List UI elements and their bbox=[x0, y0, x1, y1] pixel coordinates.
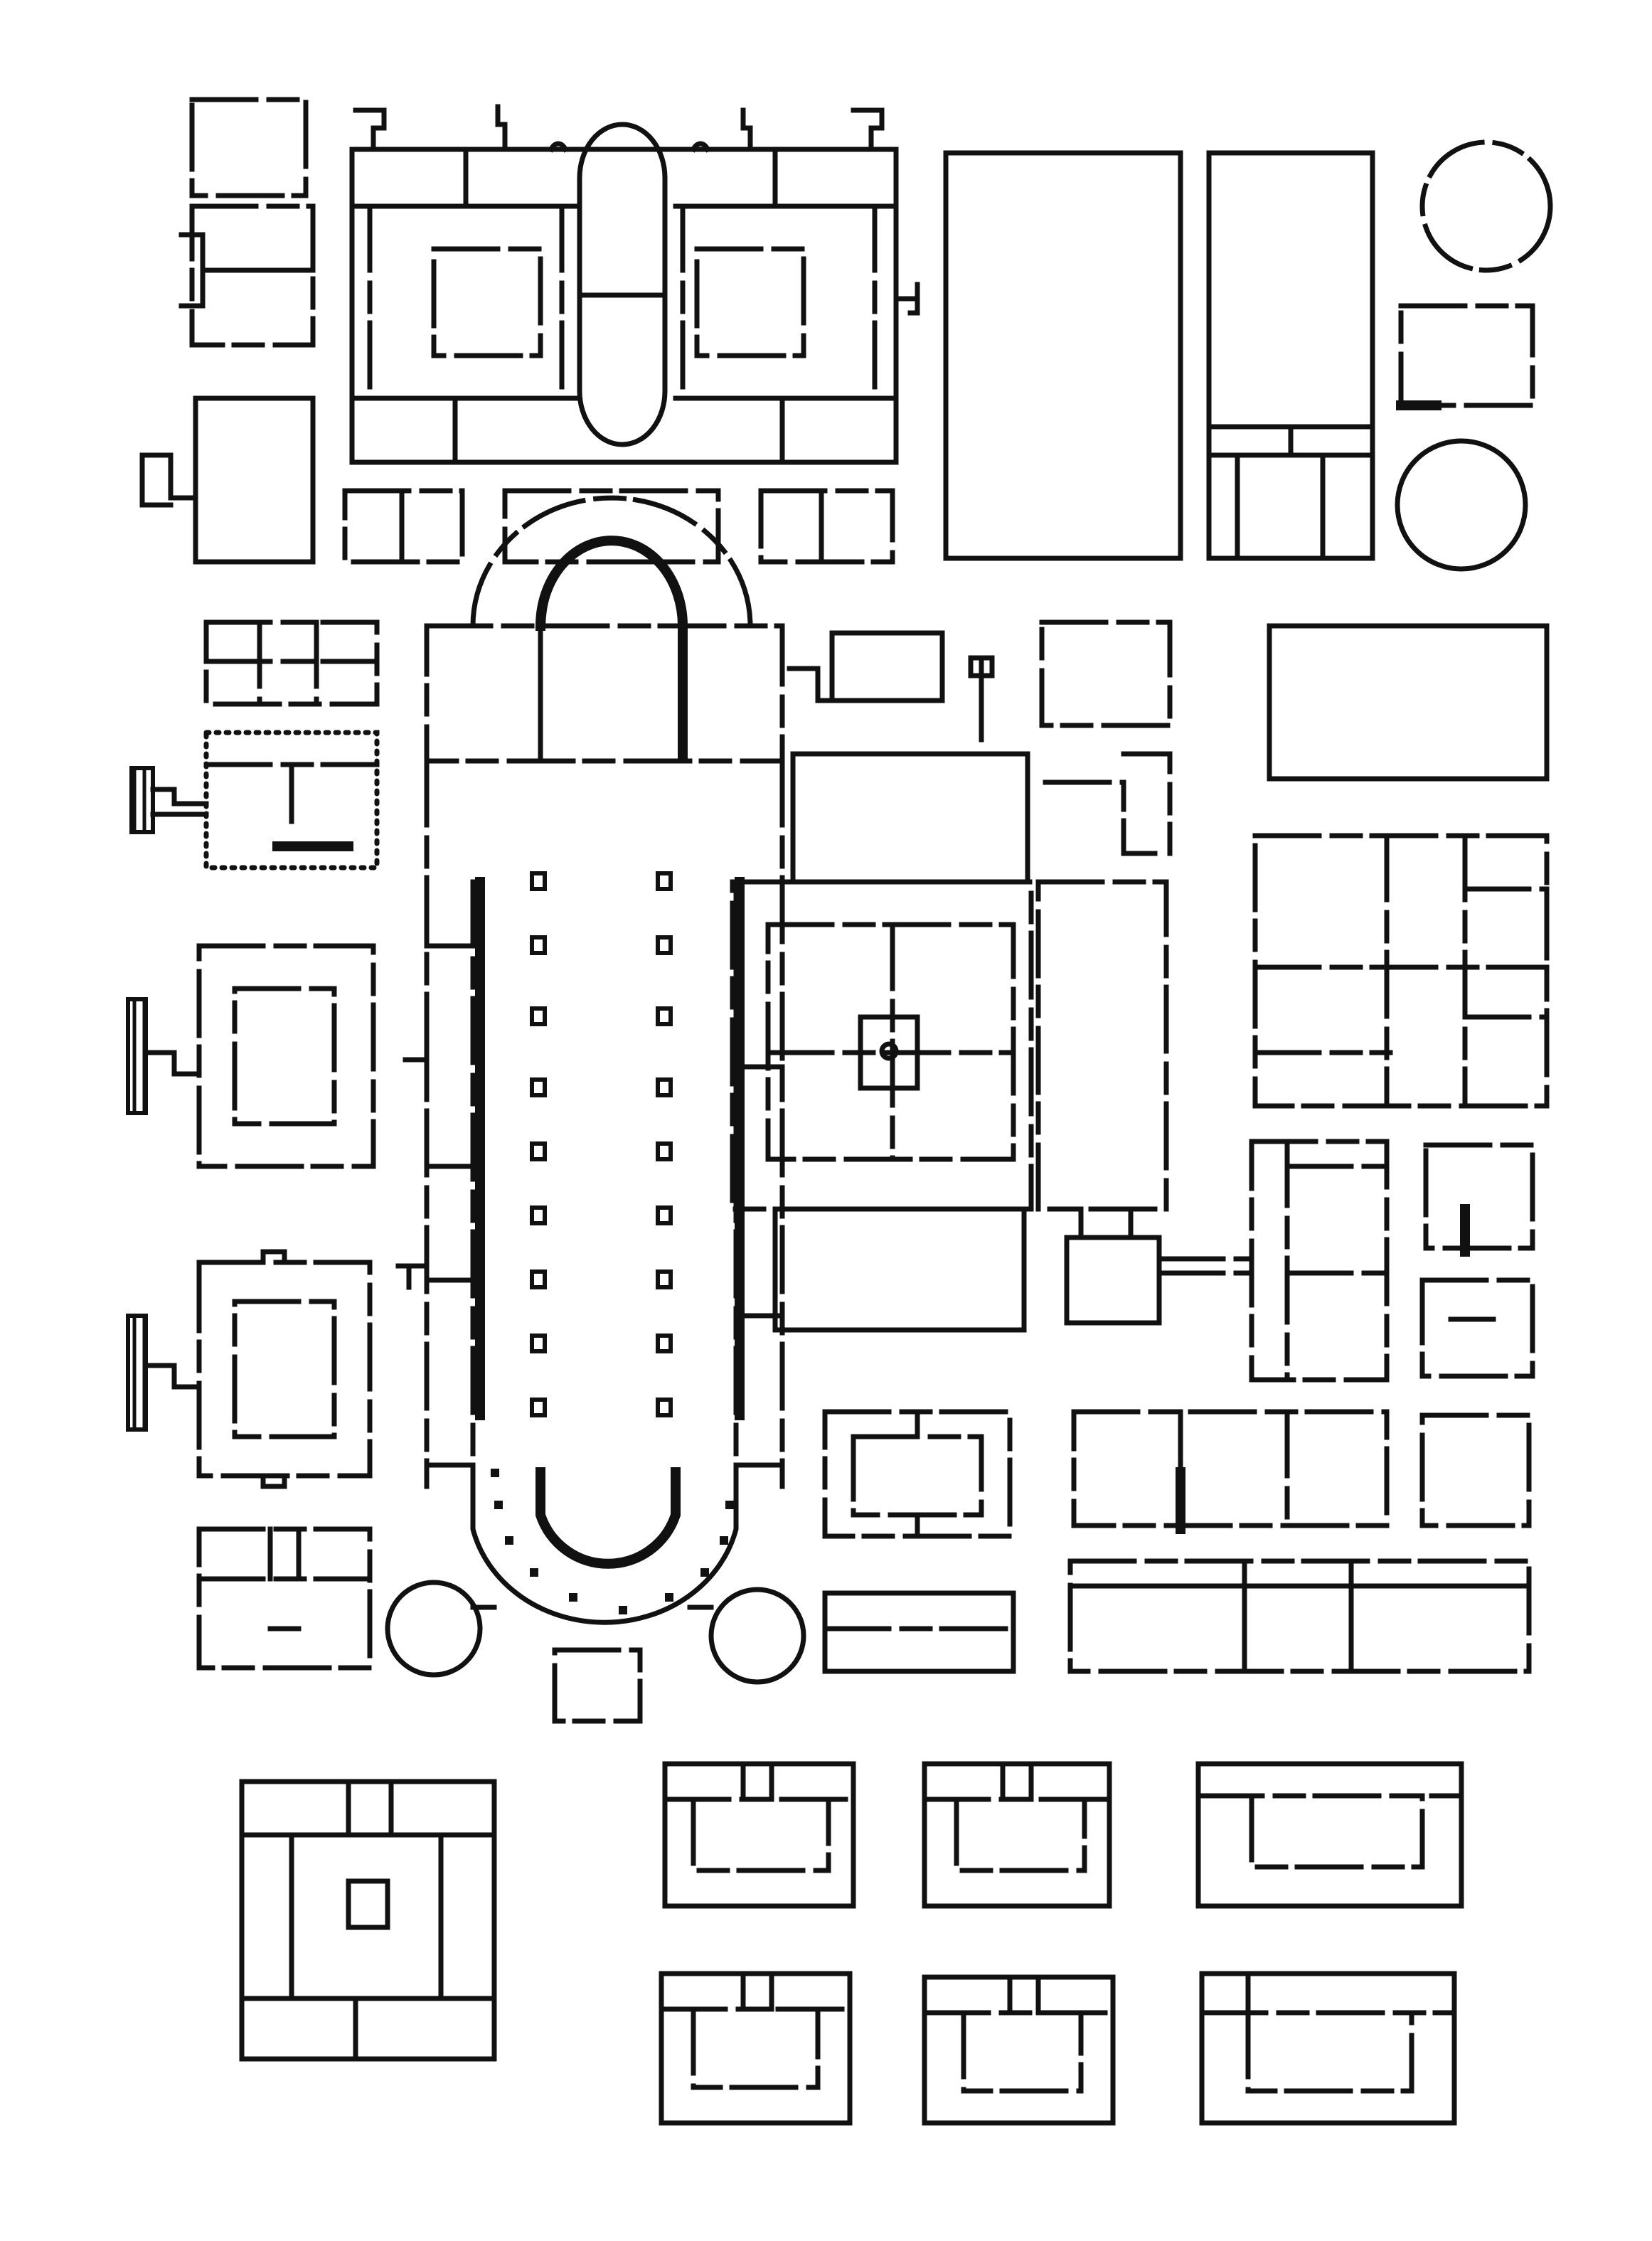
east-blocks bbox=[1249, 623, 1550, 1383]
row-of-small-cells-top bbox=[342, 488, 895, 565]
infirmary-link bbox=[1064, 1206, 1254, 1326]
abbey-church bbox=[385, 495, 806, 1724]
bottom-courtyard-house bbox=[239, 1779, 497, 2062]
lower-middle-houses bbox=[822, 1409, 1532, 1674]
twin-cloister-block bbox=[349, 104, 920, 465]
west-apse-columns bbox=[491, 1469, 734, 1614]
bottom-u-shaped-houses bbox=[659, 1761, 1464, 2126]
round-towers-and-cell bbox=[1395, 139, 1553, 572]
left-houses bbox=[126, 619, 380, 1671]
cloister-complex bbox=[730, 619, 1173, 1333]
top-left-small-buildings bbox=[139, 97, 316, 565]
nave-piers bbox=[530, 871, 673, 1417]
large-halls-top-right bbox=[943, 150, 1375, 561]
